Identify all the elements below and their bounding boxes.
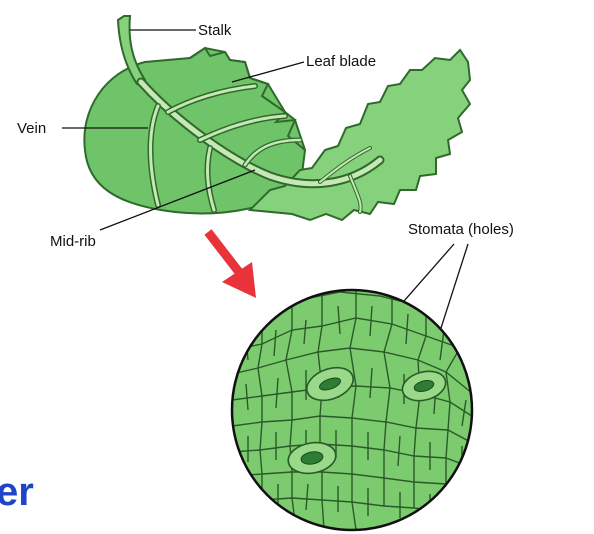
label-leaf-blade: Leaf blade xyxy=(306,53,376,70)
zoom-arrow xyxy=(208,232,256,298)
partial-heading-text: er xyxy=(0,470,34,514)
label-stalk: Stalk xyxy=(198,22,232,39)
label-stomata: Stomata (holes) xyxy=(408,221,514,238)
leaf xyxy=(84,16,470,220)
label-mid-rib: Mid-rib xyxy=(50,233,96,250)
label-vein: Vein xyxy=(17,120,46,137)
